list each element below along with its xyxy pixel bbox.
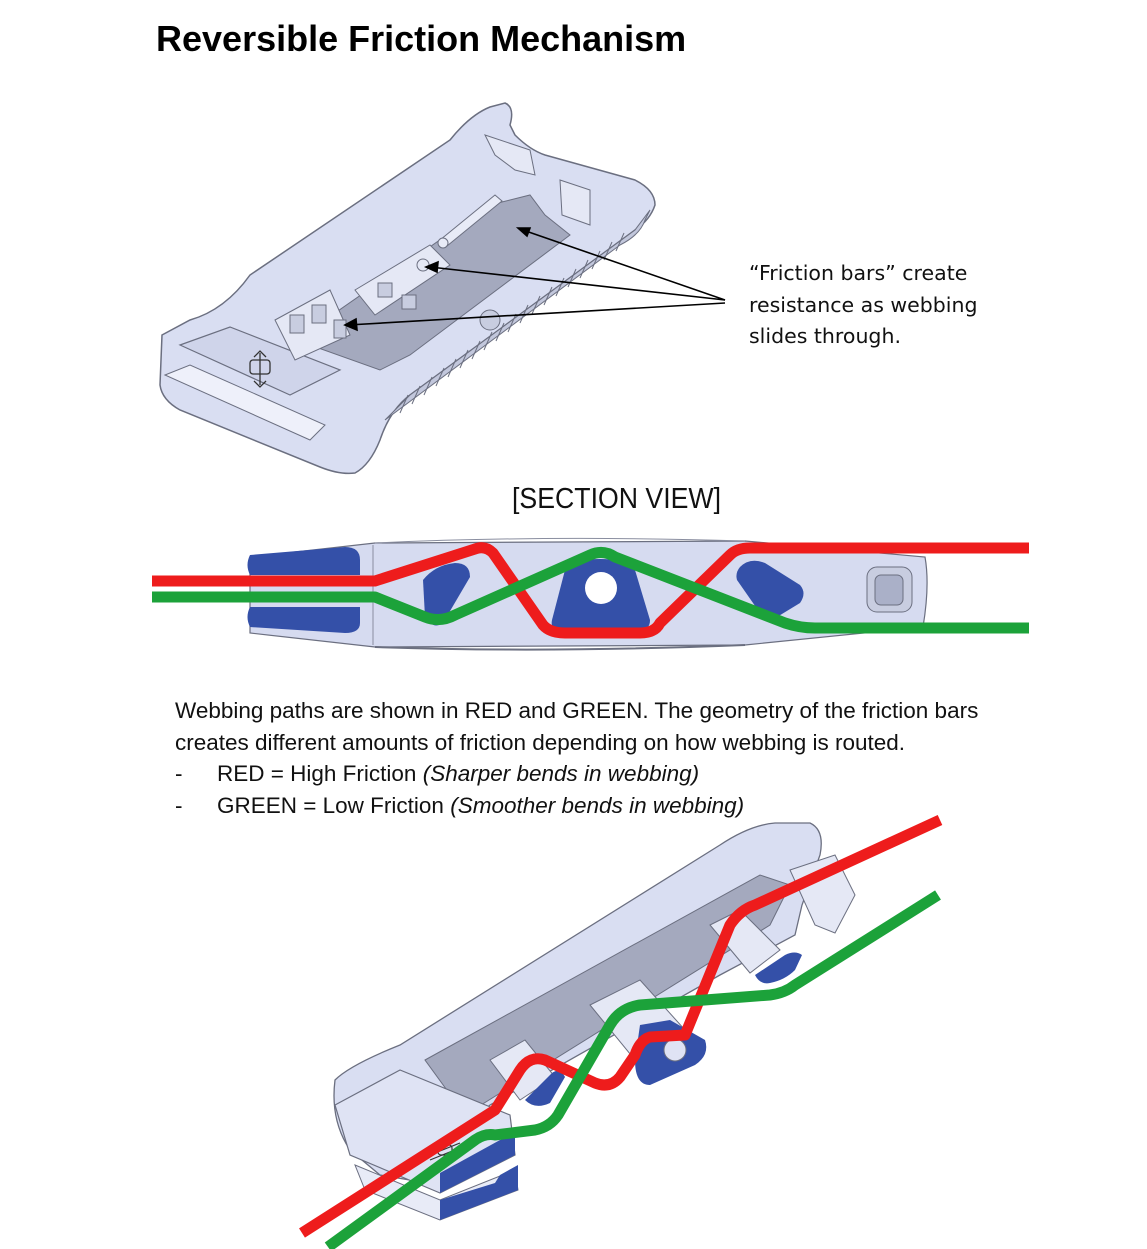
green-webbing-path xyxy=(152,546,1029,634)
callout-line: slides through. xyxy=(749,324,901,348)
friction-bar-center xyxy=(551,559,650,630)
buckle-3d-render xyxy=(159,102,726,475)
front-jaw xyxy=(247,547,360,633)
arrow-to-front-bar xyxy=(347,302,726,326)
rear-slot xyxy=(866,566,913,613)
legend-red-item: - RED = High Friction (Sharper bends in … xyxy=(175,758,978,790)
bullet-dash: - xyxy=(175,792,183,818)
friction-bar-middle xyxy=(354,244,451,316)
friction-bar-right xyxy=(736,560,804,620)
arrow-to-middle-bar xyxy=(429,266,726,301)
friction-bars-callout: “Friction bars” create resistance as web… xyxy=(749,258,978,353)
friction-bar-rear xyxy=(437,194,503,249)
callout-line: resistance as webbing xyxy=(749,292,978,317)
friction-bar-left xyxy=(423,563,470,626)
legend-green-note: (Smoother bends in webbing) xyxy=(450,792,745,818)
friction-bar-front xyxy=(274,289,351,361)
description-line: Webbing paths are shown in RED and GREEN… xyxy=(175,698,979,723)
legend-green-label: GREEN = Low Friction xyxy=(217,792,444,818)
front-tab-cut-face xyxy=(440,1133,515,1193)
callout-arrows xyxy=(343,227,726,332)
buckle-body xyxy=(159,102,656,475)
arrow-to-rear-bar xyxy=(519,228,726,301)
green-webbing-3d-path xyxy=(324,890,941,1249)
bullet-dash: - xyxy=(175,761,183,786)
red-webbing-3d-path xyxy=(299,815,943,1238)
logo-icon xyxy=(249,350,271,388)
center-bar-hole xyxy=(585,572,617,604)
legend-red-note: (Sharper bends in webbing) xyxy=(422,761,700,786)
page-title: Reversible Friction Mechanism xyxy=(156,18,687,59)
description: Webbing paths are shown in RED and GREEN… xyxy=(175,695,978,821)
section-view-label: [SECTION VIEW] xyxy=(512,483,722,515)
red-webbing-path xyxy=(152,542,1029,639)
buckle-side-body xyxy=(333,822,856,1221)
legend-green-item: - GREEN = Low Friction (Smoother bends i… xyxy=(175,790,978,822)
center-bar-hole xyxy=(663,1038,687,1062)
section-view-diagram xyxy=(152,537,1029,651)
buckle-webbing-3d-render xyxy=(299,815,943,1249)
legend-red-label: RED = High Friction xyxy=(217,761,417,786)
lower-tab-cut-face xyxy=(440,1165,518,1220)
callout-line: “Friction bars” create xyxy=(749,261,968,285)
description-line: creates different amounts of friction de… xyxy=(175,729,906,755)
